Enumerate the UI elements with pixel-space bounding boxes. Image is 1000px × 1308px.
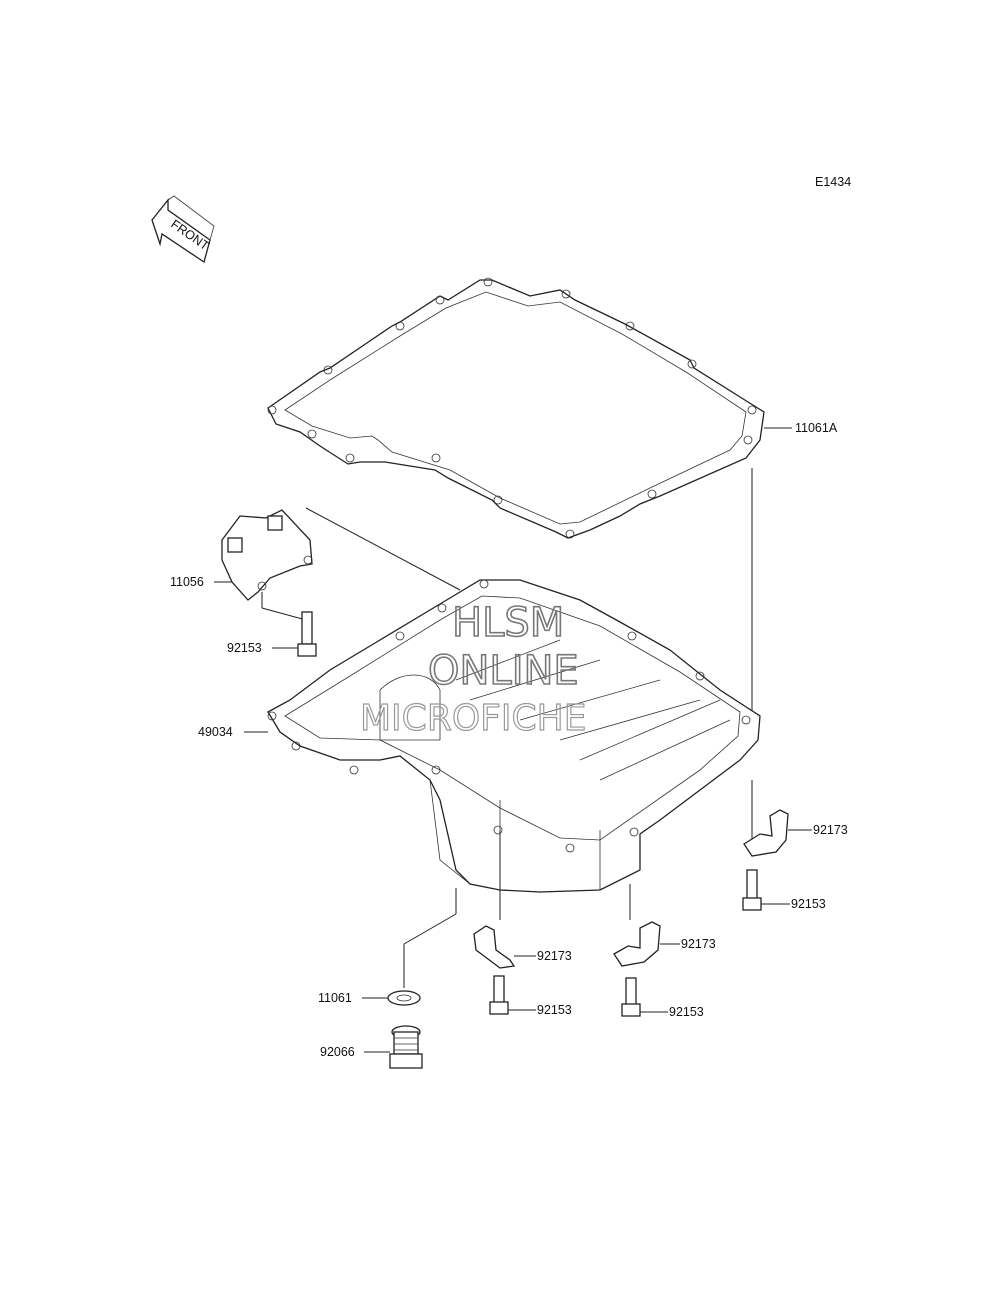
watermark: HLSM ONLINE MICROFICHE: [359, 599, 587, 739]
oil-pan-gasket: [267, 277, 765, 539]
label-92153-right: 92153: [791, 897, 826, 911]
diagram-code: E1434: [815, 175, 851, 189]
watermark-line-2: ONLINE: [428, 648, 579, 694]
label-92173-right: 92173: [813, 823, 848, 837]
label-49034: 49034: [198, 725, 233, 739]
bolt-middle-right: [621, 977, 641, 1017]
bracket: [221, 509, 313, 601]
front-arrow-icon: FRONT: [151, 195, 215, 264]
bolt-middle-left: [489, 975, 509, 1015]
label-92153-top: 92153: [227, 641, 262, 655]
label-11061: 11061: [318, 991, 352, 1005]
washer: [387, 990, 421, 1006]
drain-plug: [389, 1025, 423, 1069]
label-11061A: 11061A: [795, 421, 838, 435]
label-92153-middle-right: 92153: [669, 1005, 704, 1019]
label-92153-middle-left: 92153: [537, 1003, 572, 1017]
watermark-line-3: MICROFICHE: [360, 698, 586, 739]
oil-pan: [267, 579, 761, 893]
clamp-right: [743, 809, 789, 857]
label-92173-middle-left: 92173: [537, 949, 572, 963]
clamp-middle-left: [473, 925, 516, 969]
clamp-middle-right: [613, 921, 661, 967]
bolt-top: [297, 611, 317, 657]
label-92173-middle-right: 92173: [681, 937, 716, 951]
label-92066: 92066: [320, 1045, 355, 1059]
bolt-right: [742, 869, 762, 911]
watermark-line-1: HLSM: [452, 600, 564, 646]
label-11056: 11056: [170, 575, 204, 589]
